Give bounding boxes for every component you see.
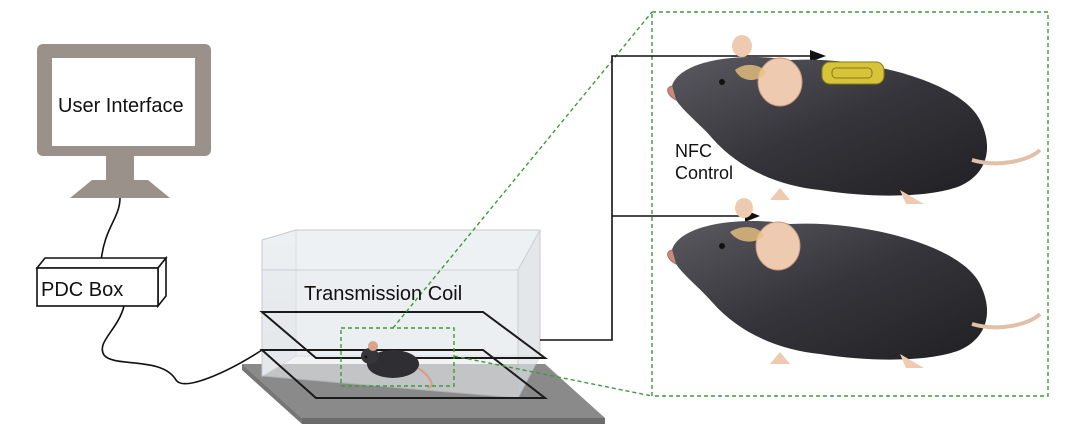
mouse-icon (667, 35, 1042, 204)
cable-monitor-to-box (100, 197, 121, 263)
signal-bracket (540, 55, 810, 341)
enclosure-right (517, 229, 541, 399)
enclosure-icon (242, 229, 605, 424)
cable-box-to-coil (101, 305, 263, 385)
zoom-panel (651, 11, 1049, 397)
platform-front (302, 418, 605, 424)
callout-line-bottom (453, 355, 653, 397)
platform-side (242, 364, 302, 424)
coil-upper (259, 311, 549, 359)
nfc-label-line2: Control (675, 163, 734, 183)
coil-lower (259, 349, 548, 399)
mouse-icon (361, 341, 433, 389)
enclosure-top (261, 229, 541, 271)
nfc-control-label: NFC Control (675, 140, 733, 184)
user-interface-label: User Interface (58, 95, 184, 117)
box-icon (35, 255, 168, 309)
zoom-selection (340, 327, 455, 387)
monitor-icon (37, 44, 211, 198)
callout-line-top (392, 11, 653, 329)
box-top (35, 257, 168, 269)
pdc-box-label: PDC Box (41, 279, 124, 301)
nfc-label-line1: NFC (675, 141, 712, 161)
monitor-screen (52, 58, 195, 146)
box-front (36, 267, 159, 307)
mouse-icon (667, 198, 1042, 368)
monitor-base (70, 180, 170, 198)
monitor-neck (106, 156, 134, 180)
arrow-icon (810, 50, 826, 62)
transmission-coil-label: Transmission Coil (304, 283, 463, 305)
